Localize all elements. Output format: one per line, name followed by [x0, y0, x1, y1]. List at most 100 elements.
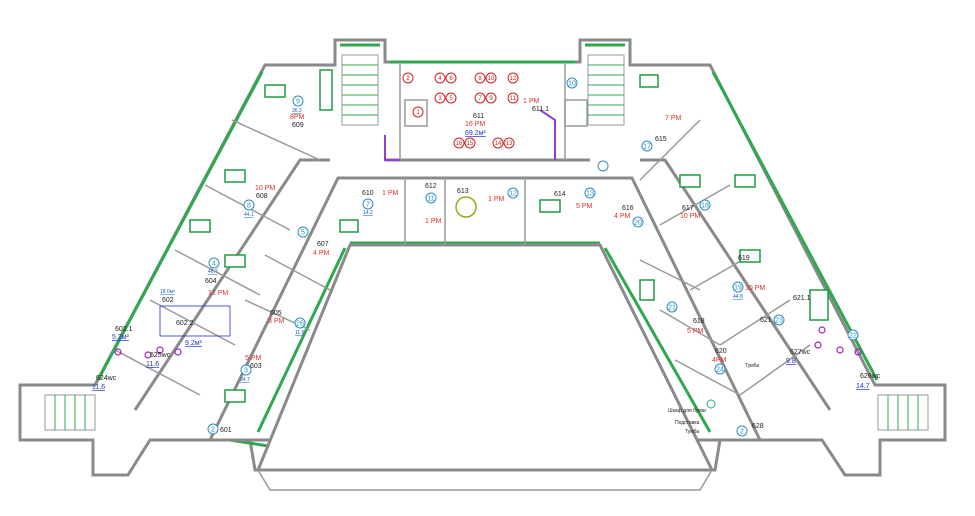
- svg-text:2: 2: [740, 429, 744, 436]
- svg-text:6: 6: [449, 76, 453, 82]
- room-marker: 19: [732, 281, 744, 293]
- room-capacity: 5 PM: [245, 355, 262, 362]
- room-number: 609: [292, 122, 304, 129]
- room-area: 9.8: [786, 358, 796, 365]
- room-marker: 12: [507, 187, 519, 199]
- room-capacity: 4PM: [712, 357, 727, 364]
- svg-text:4: 4: [438, 76, 442, 82]
- room-area: 69.2м²: [465, 130, 486, 137]
- svg-text:17: 17: [643, 144, 651, 151]
- inner-ring: [207, 176, 763, 442]
- room-area: 36.2: [292, 108, 302, 114]
- round-table: [455, 196, 477, 218]
- seat: 3: [434, 92, 446, 104]
- svg-text:22: 22: [849, 333, 857, 340]
- svg-text:2: 2: [406, 76, 410, 82]
- chairs: [189, 69, 829, 403]
- note-tumba: Тумба: [685, 429, 699, 435]
- room-number: 615: [655, 136, 667, 143]
- room-number: 611: [473, 113, 484, 120]
- svg-text:16: 16: [456, 141, 463, 147]
- room-number: 614: [554, 191, 566, 198]
- room-area: 46.7: [208, 269, 218, 275]
- room-number: 610: [362, 190, 374, 197]
- seat: 11: [507, 92, 519, 104]
- note-podstavka: Подставка: [675, 420, 700, 426]
- room-area: 34.7: [240, 377, 250, 383]
- room-marker: 2: [736, 425, 748, 437]
- svg-text:21: 21: [668, 305, 676, 312]
- svg-text:5: 5: [301, 230, 305, 237]
- room-capacity: 1 PM: [382, 190, 399, 197]
- svg-text:12: 12: [509, 191, 517, 198]
- seat: 4: [434, 72, 446, 84]
- room-area: 14.2: [363, 210, 373, 216]
- room-number: 604: [205, 278, 217, 285]
- room-number: 603: [250, 363, 262, 370]
- room-number: 627wc: [790, 349, 811, 356]
- svg-text:15: 15: [467, 141, 474, 147]
- room-611-seats: 2 4 6 8 10 12 3 5 7 9 11 1 16 15 14 13: [402, 72, 519, 149]
- room-number: 602.1: [115, 326, 133, 333]
- room-area: 44.1: [244, 212, 254, 218]
- room-number: 624wc: [96, 375, 117, 382]
- room-marker: 24: [714, 363, 726, 375]
- room-marker: 4: [208, 257, 220, 269]
- room-marker: 13: [584, 187, 596, 199]
- note-tumba: Тумба: [745, 363, 759, 369]
- room-area: 14.7: [856, 383, 870, 390]
- elevator-right: [564, 99, 588, 127]
- room-capacity: 1 PM: [425, 218, 442, 225]
- svg-text:11: 11: [510, 96, 517, 102]
- seat: 9: [485, 92, 497, 104]
- room-capacity: 7 PM: [665, 115, 682, 122]
- room-number: 607: [317, 241, 329, 248]
- svg-text:4: 4: [212, 261, 216, 268]
- svg-text:11: 11: [427, 196, 434, 203]
- room-capacity: 8PM: [290, 114, 305, 121]
- partition: [539, 109, 556, 160]
- room-area: 11.6: [295, 330, 305, 336]
- svg-text:19: 19: [734, 285, 742, 292]
- seat: 8: [474, 72, 486, 84]
- room-capacity: 3 PM: [268, 318, 285, 325]
- corridor-wall-right: [640, 158, 832, 411]
- room-area: 44.8: [733, 294, 743, 300]
- room-number: 613: [457, 188, 469, 195]
- room-capacity: 1 PM: [523, 98, 540, 105]
- seat: 16: [453, 137, 465, 149]
- svg-text:23: 23: [775, 318, 783, 325]
- wc-fixtures: [114, 326, 862, 359]
- seat: 1: [412, 106, 424, 118]
- svg-text:10: 10: [568, 81, 576, 88]
- seat: 10: [485, 72, 497, 84]
- stairs-bottom-left: [44, 394, 96, 431]
- svg-text:13: 13: [586, 191, 594, 198]
- room-capacity: 10 PM: [745, 285, 765, 292]
- seat: 14: [492, 137, 504, 149]
- room-area: 11.6: [92, 384, 105, 391]
- room-marker: 5: [297, 226, 309, 238]
- seat: 6: [445, 72, 457, 84]
- svg-text:9: 9: [296, 99, 300, 106]
- room-number: 621: [760, 317, 772, 324]
- room-marker: 17: [641, 140, 653, 152]
- corridor-marker: [597, 160, 609, 172]
- svg-text:3: 3: [438, 96, 442, 102]
- svg-text:24: 24: [716, 367, 724, 374]
- room-marker: 9: [292, 95, 304, 107]
- stairs-top-right: [587, 54, 625, 126]
- room-number: 601: [220, 427, 232, 434]
- room-number: 626wc: [860, 373, 881, 380]
- room-capacity: 16 PM: [465, 121, 485, 128]
- server-marker: [706, 399, 716, 409]
- room-area: 18.0м²: [160, 289, 175, 295]
- seat: 12: [507, 72, 519, 84]
- note-shkaf: Шкаф для бумаг: [668, 408, 707, 414]
- room-number: 620: [715, 348, 727, 355]
- room-marker: 8: [243, 199, 255, 211]
- svg-text:1: 1: [416, 110, 420, 116]
- room-number: 611.1: [532, 106, 549, 113]
- room-marker: 20: [632, 216, 644, 228]
